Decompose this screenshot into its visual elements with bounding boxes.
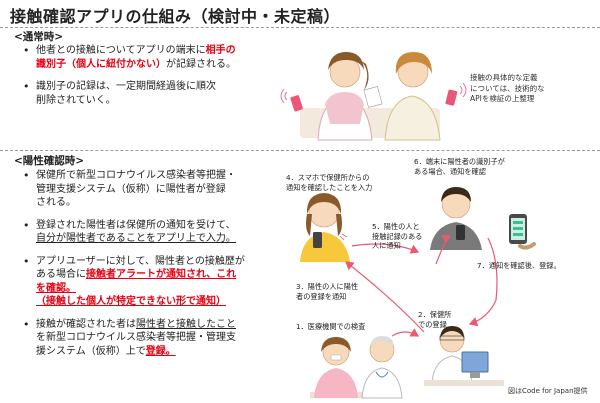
step-4-line2: 通知を確認したことを入力 (286, 182, 373, 192)
normal-b2-line1: 識別子の記録は、一定期間経過後に順次 (36, 81, 216, 92)
step-6-line2: ある場合、通知を確認 (414, 166, 486, 176)
normal-b1-red1: 相手の (205, 45, 236, 56)
pos-b3-red3: （接触した個人が特定できない形で通知） (36, 296, 226, 307)
pos-b3-text: ある場合に (36, 269, 86, 280)
arrow-4-to-5 (351, 243, 420, 254)
step-6-line1: 6．端末に陽性者の識別子が (414, 157, 505, 166)
section-divider (0, 150, 600, 151)
image-credit: 図はCode for Japan提供 (508, 387, 588, 395)
normal-b1-text2: が記録される。 (166, 58, 236, 70)
arrow-7-to-2 (468, 237, 498, 327)
pos-b4-underline: 陽性者と接触したこと (136, 318, 236, 330)
step-2-line2: での登録 (418, 319, 447, 329)
note-line-3: APIを検証の上整理 (470, 94, 535, 103)
positive-bullet-3: アプリユーザーに対して、陽性者との接触歴が ある場合に接触者アラートが通知され、… (22, 255, 297, 309)
title-divider (0, 27, 600, 28)
step-2-line1: 2．保健所 (418, 310, 452, 319)
step-5-line2: 接触記録のある (372, 231, 423, 241)
step-3-caption: 3．陽性の人に陽性 者の登録を通知 (296, 282, 358, 301)
positive-bullet-4: 接触が確認された者は陽性者と接触したこと を新型コロナウイルス感染者等把握・管理… (22, 318, 297, 359)
pos-b4-red1: 登録。 (145, 345, 176, 357)
positive-bullet-1: 保健所で新型コロナウイルス感染者等把握・ 管理支援システム（仮称）に陽性者が登録… (22, 169, 297, 210)
step-3-line1: 3．陽性の人に陽性 (296, 282, 359, 291)
step-4-line1: 4．スマホで保健所からの (286, 173, 370, 182)
positive-bullet-2: 登録された陽性者は保健所の通知を受けて、 自分が陽性者であることをアプリ上で入力… (22, 219, 297, 246)
contact-definition-note: 接触の具体的な定義 については、技術的な APIを検証の上整理 (470, 73, 545, 105)
pos-b3-line1: アプリユーザーに対して、陽性者との接触歴が (36, 255, 245, 267)
step-2-caption: 2．保健所 での登録 (418, 310, 451, 329)
doctor-patient-illustration (310, 336, 403, 399)
arrow-5-to-6 (435, 234, 452, 265)
health-center-staff-illustration (424, 326, 504, 386)
step-3-line2: 者の登録を通知 (296, 291, 347, 301)
pos-b3-red2: を確認。 (36, 282, 76, 294)
step-6-caption: 6．端末に陽性者の識別子が ある場合、通知を確認 (414, 157, 505, 176)
user-woman-illustration (300, 193, 350, 262)
phone-notification-icon (509, 214, 536, 250)
contact-man-illustration (430, 187, 482, 250)
normal-b1-red2: 識別子（個人に紐付かない） (36, 58, 166, 70)
normal-bullet-1: 他者との接触についてアプリの端末に相手の 識別子（個人に紐付かない）が記録される… (22, 44, 302, 71)
normal-b2-line2: 削除されていく。 (36, 94, 116, 106)
positive-bullets: 保健所で新型コロナウイルス感染者等把握・ 管理支援システム（仮称）に陽性者が登録… (22, 169, 297, 367)
note-line-1: 接触の具体的な定義 (470, 73, 538, 82)
step-5-caption: 5．陽性の人と 接触記録のある 人に通知 (372, 222, 422, 251)
pos-b2-line1: 登録された陽性者は保健所の通知を受けて、 (36, 219, 236, 231)
normal-bullets: 他者との接触についてアプリの端末に相手の 識別子（個人に紐付かない）が記録される… (22, 44, 302, 116)
step-5-line3: 人に通知 (372, 241, 401, 250)
pos-b1-line1: 保健所で新型コロナウイルス感染者等把握・ (36, 170, 236, 181)
flow-arrows (345, 234, 498, 337)
normal-heading: <通常時> (14, 31, 64, 43)
step-5-line1: 5．陽性の人と (372, 222, 420, 231)
step-4-caption: 4．スマホで保健所からの 通知を確認したことを入力 (286, 173, 372, 192)
step-7-caption: 7．通知を確認後、登録。 (477, 261, 561, 270)
pos-b1-line2: 管理支援システム（仮称）に陽性者が登録 (36, 183, 226, 195)
pos-b2-line2: 自分が陽性者であることをアプリ上で入力。 (36, 233, 236, 244)
positive-heading: <陽性確認時> (14, 155, 85, 167)
pos-b1-line3: される。 (36, 197, 76, 208)
two-women-illustration (280, 52, 467, 141)
pos-b4-line2: を新型コロナウイルス感染者等把握・管理支 (36, 332, 236, 343)
normal-bullet-2: 識別子の記録は、一定期間経過後に順次 削除されていく。 (22, 80, 302, 107)
normal-b1-text: 他者との接触についてアプリの端末に (36, 45, 206, 56)
note-line-2: については、技術的な (470, 83, 545, 93)
pos-b4-text3: 援システム（仮称）上で (36, 345, 146, 357)
arrow-2-to-3 (345, 261, 425, 333)
pos-b3-red1: 接触者アラートが通知され、これ (86, 269, 237, 280)
arrow-1-to-2 (391, 328, 420, 337)
page-title: 接触確認アプリの仕組み（検討中・未定稿） (10, 7, 341, 26)
step-1-caption: 1．医療機関での検査 (296, 322, 366, 331)
pos-b4-text: 接触が確認された者は (36, 318, 136, 330)
